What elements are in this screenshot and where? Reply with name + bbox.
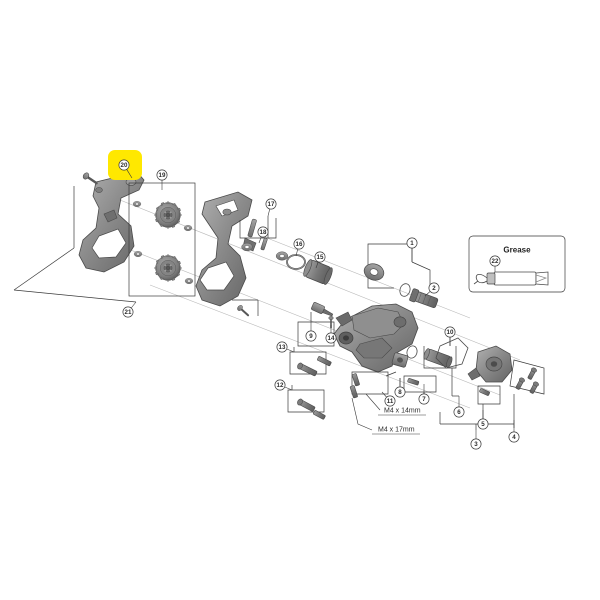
callout-9[interactable]: 9 [305, 322, 317, 342]
callout-22[interactable]: 22 [489, 255, 501, 272]
callout-20[interactable]: 20 [118, 159, 133, 179]
callout-8[interactable]: 8 [394, 378, 406, 398]
screw-group-12 [287, 385, 326, 420]
note-m4-14: M4 x 14mm [384, 408, 421, 415]
grease-tube-icon [473, 271, 549, 286]
callout-19[interactable]: 19 [156, 169, 168, 190]
outer-cage-plate [78, 171, 145, 273]
callout-number: 15 [317, 254, 324, 261]
note-layer: M4 x 14mm M4 x 17mm [378, 408, 421, 434]
cage-stop-bolt [232, 299, 259, 317]
callout-bubble[interactable] [394, 386, 406, 398]
callout-bubble[interactable] [477, 418, 489, 430]
bolt-group-11 [349, 371, 426, 416]
callout-bubble[interactable] [257, 226, 269, 238]
pulley-assembly-upper [132, 201, 193, 231]
callout-number: 10 [447, 329, 454, 336]
callout-bubble[interactable] [384, 395, 396, 407]
callout-number: 14 [328, 335, 335, 342]
grease-legend-title: Grease [503, 246, 531, 255]
callout-bubble[interactable] [325, 332, 337, 344]
callout-6[interactable]: 6 [453, 396, 465, 418]
callout-16[interactable]: 16 [293, 238, 305, 257]
callout-5[interactable]: 5 [477, 410, 489, 430]
bracket-group-3 [439, 412, 514, 430]
callout-bubble[interactable] [418, 393, 430, 405]
callout-21[interactable]: 21 [122, 301, 137, 318]
bolt-callout-m4-17 [351, 397, 420, 435]
callout-bubble[interactable] [470, 438, 482, 450]
callout-number: 22 [492, 258, 499, 265]
callout-3[interactable]: 3 [470, 430, 482, 450]
callout-number: 8 [398, 389, 402, 396]
adjust-screw-group-9 [297, 302, 335, 347]
callout-14[interactable]: 14 [325, 325, 337, 344]
screw-group-13 [289, 347, 332, 377]
bracket-plate-6 [435, 337, 469, 397]
callout-bubble[interactable] [265, 198, 277, 210]
callout-number: 3 [474, 441, 478, 448]
callout-bubble[interactable] [314, 251, 326, 263]
bolt-group-7 [403, 375, 437, 398]
callout-number: 1 [410, 240, 414, 247]
pin-group-17-18 [239, 216, 277, 252]
bushing-group-10 [406, 332, 457, 369]
pivot-bolt-2 [409, 288, 439, 309]
derailleur-main-body [333, 303, 419, 373]
callout-number: 13 [279, 344, 286, 351]
callout-15[interactable]: 15 [314, 251, 326, 269]
callout-number: 21 [125, 309, 132, 316]
callout-number: 19 [159, 172, 166, 179]
callout-bubble[interactable] [489, 255, 501, 267]
cable-fixing-group-8 [385, 352, 409, 386]
callout-7[interactable]: 7 [418, 384, 430, 405]
callout-bubble[interactable] [274, 379, 286, 391]
bracket-group-1 [363, 243, 431, 297]
callout-12[interactable]: 12 [274, 379, 293, 391]
callout-number: 11 [387, 398, 394, 405]
callout-number: 9 [309, 333, 313, 340]
callout-17[interactable]: 17 [265, 198, 277, 217]
callout-bubble[interactable] [305, 330, 317, 342]
callout-13[interactable]: 13 [276, 341, 295, 353]
callout-number: 5 [481, 421, 485, 428]
barrel-bushing-15 [303, 259, 333, 285]
callout-bubble[interactable] [508, 431, 520, 443]
b-tension-body-5 [467, 345, 513, 424]
callout-bubble[interactable] [276, 341, 288, 353]
callout-bubble[interactable] [118, 159, 130, 171]
callout-10[interactable]: 10 [444, 326, 456, 346]
callout-bubble[interactable] [406, 237, 418, 249]
note-m4-17: M4 x 17mm [378, 427, 415, 434]
pulley-assembly-lower [133, 251, 194, 284]
callout-18[interactable]: 18 [257, 226, 269, 244]
callout-number: 18 [260, 229, 267, 236]
cage-fixing-bolt [80, 169, 100, 185]
callout-bubble[interactable] [156, 169, 168, 181]
callout-number: 7 [422, 396, 426, 403]
callout-number: 16 [296, 241, 303, 248]
bracket-group-21 [13, 186, 137, 303]
callout-bubble[interactable] [293, 238, 305, 250]
callout-number: 2 [432, 285, 436, 292]
callout-number: 4 [512, 434, 516, 441]
washer-16 [275, 251, 306, 270]
callout-number: 17 [268, 201, 275, 208]
callout-4[interactable]: 4 [508, 420, 520, 443]
callout-number: 6 [457, 409, 461, 416]
callout-bubble[interactable] [444, 326, 456, 338]
callout-bubble[interactable] [122, 306, 134, 318]
callout-bubble[interactable] [428, 282, 440, 294]
callout-bubble[interactable] [453, 406, 465, 418]
callout-number: 20 [121, 162, 128, 169]
callout-2[interactable]: 2 [424, 282, 440, 297]
callout-1[interactable]: 1 [406, 237, 418, 262]
grease-legend: Grease [468, 235, 566, 293]
callout-11[interactable]: 11 [381, 391, 396, 407]
screw-group-4 [509, 359, 545, 428]
callout-number: 12 [277, 382, 284, 389]
